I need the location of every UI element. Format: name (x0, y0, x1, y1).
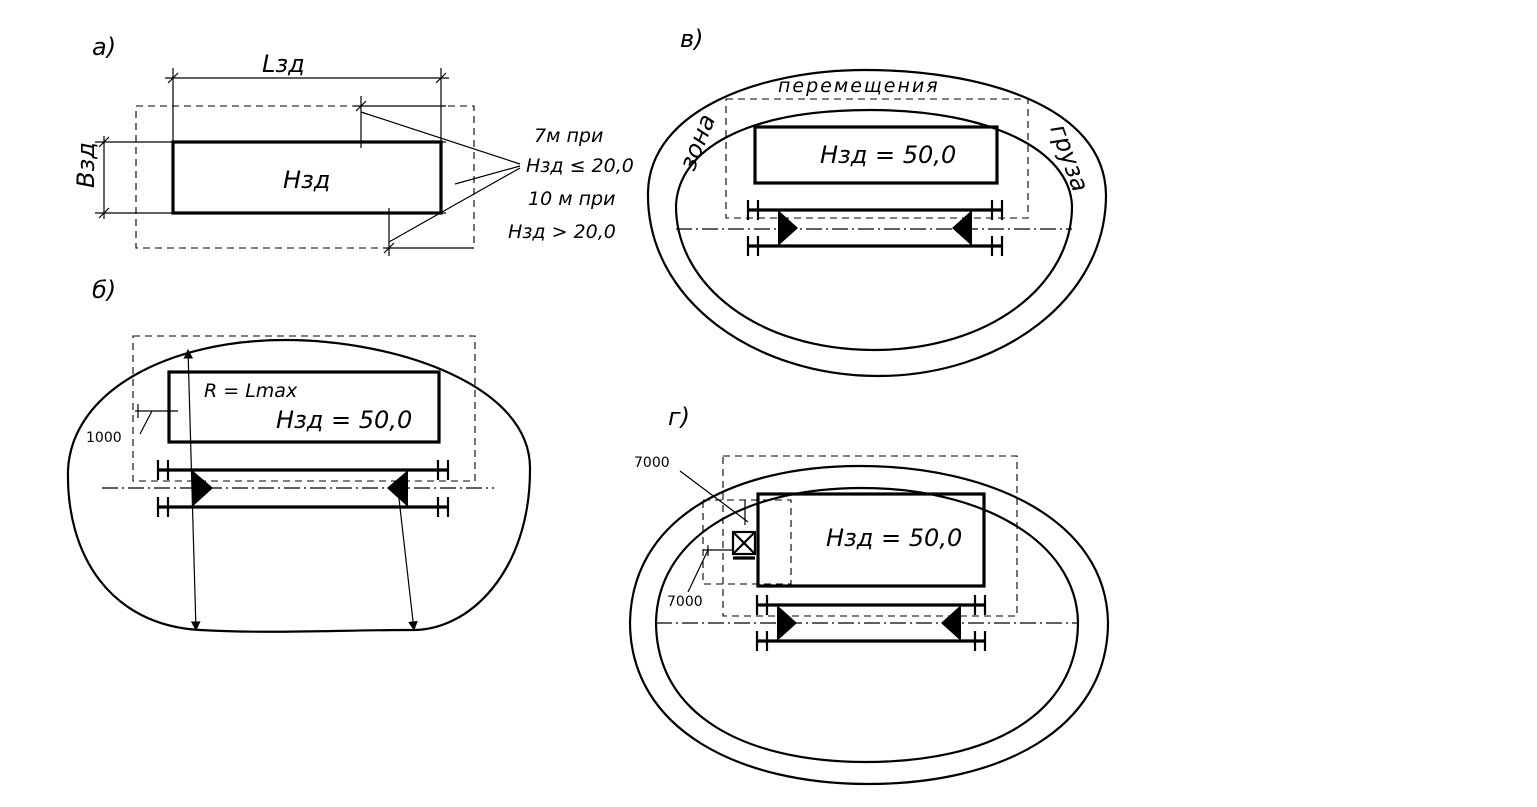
dashed-boundary (722, 455, 1018, 617)
height-label: Hзд = 50,0 (826, 524, 962, 552)
radius-arrows (183, 349, 418, 631)
diagram-b: б) 1000 R = Lmax Hзд = 50,0 (66, 276, 532, 633)
crane-right-icon (387, 470, 408, 507)
crane-reach-zone (66, 338, 532, 633)
dashed-boundary (135, 105, 475, 249)
note-line-3: 10 м при (528, 188, 615, 210)
height-label: Hзд = 50,0 (276, 406, 412, 434)
inner-zone (674, 108, 1074, 352)
height-label: Hзд = 50,0 (820, 141, 956, 169)
crane-left-icon (192, 470, 213, 507)
zone-right-label: груза (1044, 120, 1094, 195)
diagram-g: г) Hзд = 50,0 7000 7000 (628, 403, 1110, 786)
offset-label: 1000 (86, 430, 122, 446)
building-outline (756, 492, 986, 588)
diagram-a-label: а) (92, 33, 116, 61)
width-dimension: Bзд (72, 136, 173, 219)
offset-dimensions: 7000 7000 (634, 455, 749, 610)
width-label: Bзд (72, 142, 100, 188)
diagram-v-label: в) (680, 25, 704, 53)
crane-track (156, 460, 450, 517)
building-outline (753, 125, 999, 185)
dim-bottom-label: 7000 (667, 594, 703, 610)
dashed-boundary (132, 335, 476, 482)
dim-top-label: 7000 (634, 455, 670, 471)
note-line-4: Hзд > 20,0 (508, 221, 616, 243)
length-dimension: Lзд (165, 50, 449, 142)
crane-right-icon (941, 605, 961, 641)
length-label: Lзд (262, 50, 305, 78)
note-line-2: Hзд ≤ 20,0 (526, 155, 634, 177)
offset-dimension: 1000 (86, 404, 178, 446)
height-label: Hзд (283, 166, 330, 194)
outer-zone (628, 464, 1110, 786)
dashed-offset-zone (702, 499, 792, 585)
zone-top-label: перемещения (778, 75, 940, 97)
note-line-1: 7м при (534, 125, 603, 147)
inner-zone (654, 486, 1080, 764)
crane-track (755, 595, 987, 651)
radius-label: R = Lmax (204, 380, 298, 402)
building-outline (171, 140, 443, 215)
offset-note: 7м при Hзд ≤ 20,0 10 м при Hзд > 20,0 (508, 125, 634, 243)
offset-dimensions (354, 96, 521, 256)
diagram-g-label: г) (668, 403, 690, 431)
crane-left-icon (778, 210, 798, 246)
diagram-a: а) Lзд Bзд Hзд (72, 33, 634, 256)
zone-left-label: зона (674, 110, 722, 174)
diagram-b-label: б) (92, 276, 116, 304)
hoist-icon (731, 530, 757, 560)
crane-track (746, 200, 1004, 256)
dashed-boundary (725, 98, 1029, 219)
crane-right-icon (952, 210, 972, 246)
outer-zone (646, 68, 1108, 378)
crane-left-icon (777, 605, 797, 641)
diagram-v: в) Hзд = 50,0 перемещения зона груза (646, 25, 1108, 378)
